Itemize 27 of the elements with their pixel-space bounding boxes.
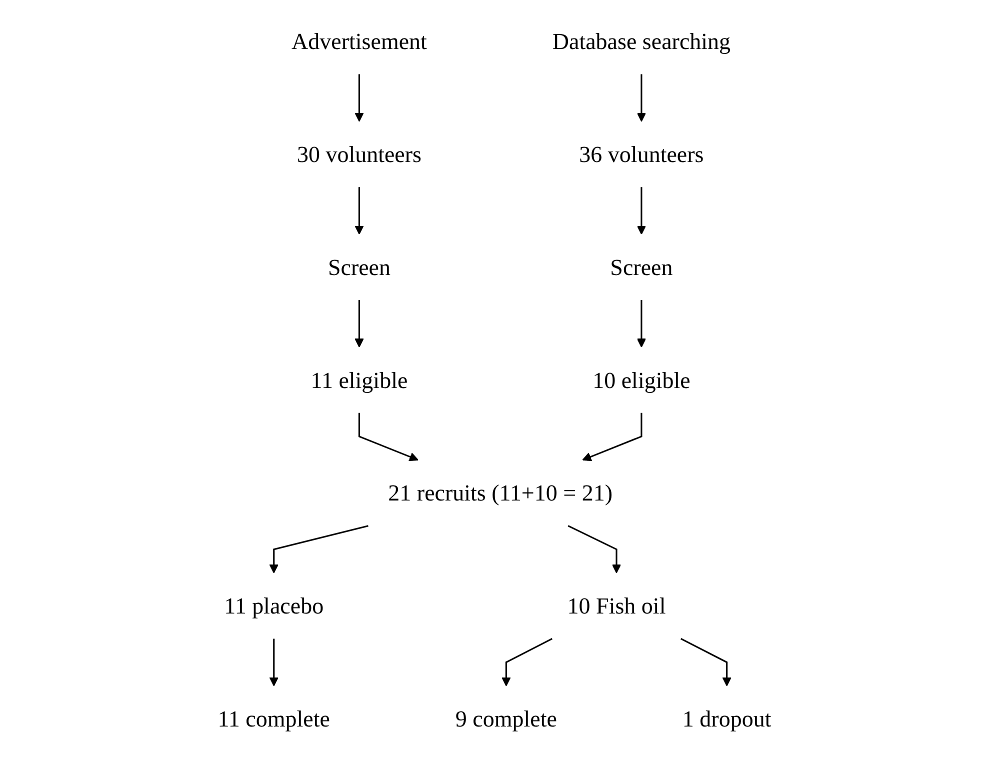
arrow	[269, 525, 368, 574]
node-text: 11 placebo	[224, 592, 324, 619]
node-text: 10 eligible	[592, 366, 690, 394]
arrow	[358, 412, 418, 462]
arrow	[502, 638, 553, 686]
arrow	[636, 187, 646, 235]
node-text: 11 complete	[218, 706, 330, 732]
node-text: Database searching	[552, 28, 731, 54]
node-text: 11 eligible	[310, 366, 408, 394]
node-text: Screen	[610, 254, 673, 280]
node-text: 9 complete	[455, 706, 557, 732]
arrow	[354, 300, 364, 348]
arrow	[354, 187, 364, 235]
arrow	[636, 74, 646, 122]
node-text: 21 recruits (11+10 = 21)	[388, 480, 613, 506]
node-text: 10 Fish oil	[567, 592, 666, 619]
arrow	[680, 638, 732, 686]
arrow	[582, 412, 642, 462]
arrow	[568, 525, 622, 574]
arrow	[354, 74, 364, 122]
node-text: 30 volunteers	[296, 141, 422, 168]
arrow	[636, 300, 646, 348]
node-text: 1 dropout	[682, 706, 772, 732]
arrow	[269, 638, 278, 686]
node-text: Screen	[328, 254, 391, 280]
node-text: 36 volunteers	[579, 141, 704, 168]
node-text: Advertisement	[292, 28, 427, 54]
